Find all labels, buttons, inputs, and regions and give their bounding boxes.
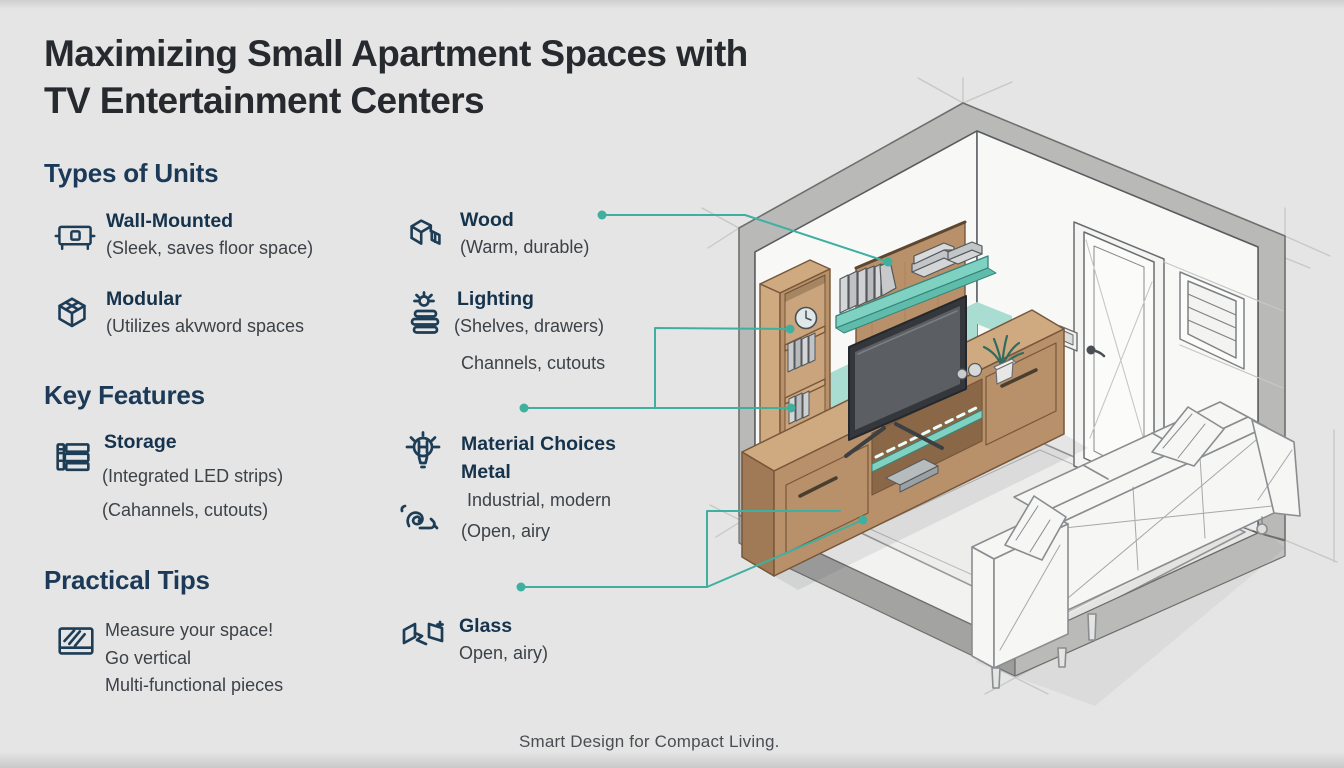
item-desc-storage-1: (Integrated LED strips) xyxy=(102,466,284,486)
floating-shelf xyxy=(835,241,997,334)
item-label-wood: Wood xyxy=(460,209,514,231)
door xyxy=(1073,221,1165,499)
sofa-caster xyxy=(1256,516,1268,535)
item-desc-metal-2: (Open, airy xyxy=(461,521,551,541)
item-label-storage: Storage xyxy=(104,431,177,453)
tip-line-1: Measure your space! xyxy=(105,620,274,640)
metal-coil-icon xyxy=(394,498,448,540)
sofa-legs xyxy=(991,613,1097,689)
plant xyxy=(982,334,1025,385)
sofa xyxy=(971,401,1301,689)
bookshelf-tower xyxy=(759,259,831,462)
connector-wood-panel xyxy=(601,214,889,263)
item-label-wall-mounted: Wall-Mounted xyxy=(106,210,234,232)
wood-planks-icon xyxy=(402,212,450,258)
item-desc-wall-mounted: (Sleek, saves floor space) xyxy=(106,238,314,258)
window-frame xyxy=(1179,271,1245,370)
lamp-books-icon xyxy=(402,290,450,340)
item-label-glass: Glass xyxy=(459,615,513,637)
wall-clock xyxy=(794,306,818,330)
section-heading-tips: Practical Tips xyxy=(44,565,210,595)
section-heading-features: Key Features xyxy=(44,380,205,410)
tower-books xyxy=(787,332,816,425)
media-box xyxy=(885,458,939,493)
door-handle xyxy=(1086,345,1106,358)
page-title: Maximizing Small Apartment Spaces with T… xyxy=(44,30,748,124)
callout-connectors xyxy=(516,210,893,592)
books-row xyxy=(839,260,897,314)
item-desc-metal-1: Industrial, modern xyxy=(467,490,612,510)
led-strip xyxy=(874,405,980,459)
connector-shelf-upper xyxy=(654,327,791,409)
storage-shelf-icon xyxy=(50,432,96,478)
decor-spheres xyxy=(956,362,983,380)
tv-stand-legs xyxy=(844,422,944,458)
tv xyxy=(844,295,967,458)
item-label-material-choices: Material Choices xyxy=(461,433,616,455)
item-label-lighting: Lighting xyxy=(457,288,534,310)
item-desc-glass: Open, airy) xyxy=(459,643,549,663)
pillows xyxy=(1004,406,1225,561)
connector-console xyxy=(520,510,841,588)
book-stacks xyxy=(911,241,983,278)
item-desc-modular: (Utilizes akvword spaces xyxy=(106,316,305,336)
item-desc-lighting-extra: Channels, cutouts xyxy=(461,353,606,373)
item-label-modular: Modular xyxy=(106,288,182,310)
page-title-line2: TV Entertainment Centers xyxy=(44,80,485,121)
page-title-line1: Maximizing Small Apartment Spaces with xyxy=(44,33,748,74)
measure-screen-icon xyxy=(52,618,100,664)
lightbulb-icon xyxy=(398,430,448,480)
footer-caption: Smart Design for Compact Living. xyxy=(519,732,780,751)
wall-mounted-tv-icon xyxy=(52,214,98,258)
item-label-metal: Metal xyxy=(461,461,511,483)
item-desc-storage-2: (Cahannels, cutouts) xyxy=(102,500,269,520)
item-desc-wood: (Warm, durable) xyxy=(460,237,590,257)
console-shadow xyxy=(774,434,1088,590)
item-desc-lighting: (Shelves, drawers) xyxy=(454,316,605,336)
glass-panes-icon xyxy=(398,614,452,658)
tip-line-3: Multi-functional pieces xyxy=(105,675,284,695)
modular-cubes-icon xyxy=(48,292,96,338)
tip-line-2: Go vertical xyxy=(105,647,192,668)
connector-rug xyxy=(706,519,864,588)
sofa-shadow xyxy=(975,520,1285,706)
section-heading-types: Types of Units xyxy=(44,158,219,188)
